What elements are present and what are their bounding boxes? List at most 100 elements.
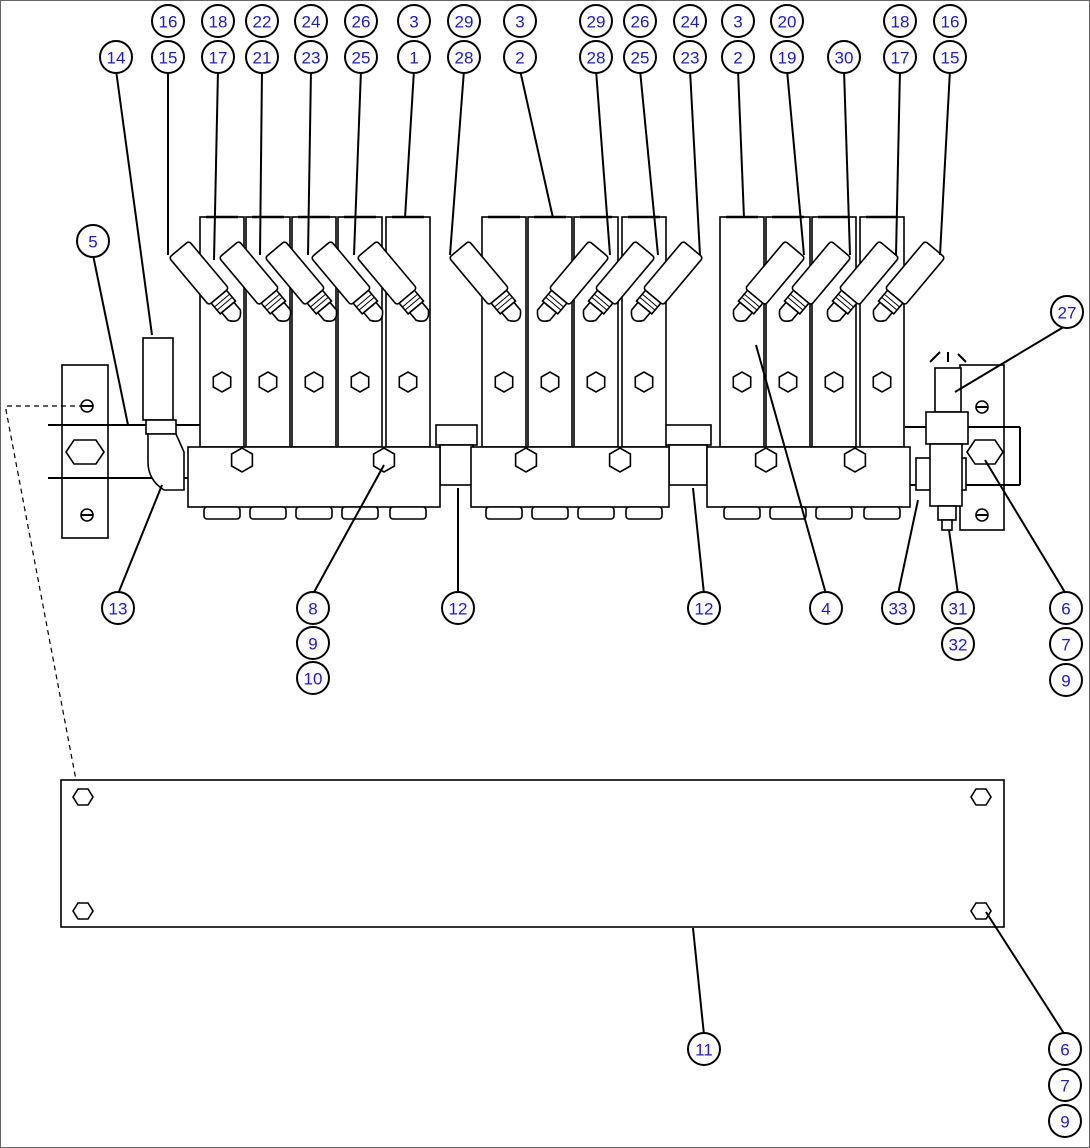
callout-c09: 26 <box>344 4 378 38</box>
callout-label: 31 <box>949 600 968 619</box>
callout-c35: 13 <box>101 591 135 625</box>
callout-label: 17 <box>209 49 228 68</box>
callout-label: 10 <box>304 670 323 689</box>
valve-sections <box>169 215 945 520</box>
callouts: 1615181722212423262531292832292826252423… <box>76 4 1084 1138</box>
callout-c39: 12 <box>441 591 475 625</box>
callout-c18: 28 <box>579 40 613 74</box>
callout-label: 22 <box>253 13 272 32</box>
callout-c06: 21 <box>245 40 279 74</box>
callout-label: 11 <box>695 1041 713 1060</box>
callout-c08: 23 <box>294 40 328 74</box>
callout-label: 2 <box>733 49 742 68</box>
callout-c28: 18 <box>883 4 917 38</box>
callout-c12: 1 <box>397 40 431 74</box>
callout-label: 1 <box>409 49 418 68</box>
callout-label: 25 <box>352 49 371 68</box>
callout-c04: 17 <box>201 40 235 74</box>
leader-lines <box>92 69 1068 1036</box>
callout-c49: 6 <box>1048 1032 1082 1066</box>
callout-c42: 33 <box>881 591 915 625</box>
callout-c23: 3 <box>721 4 755 38</box>
callout-c20: 25 <box>623 40 657 74</box>
callout-c10: 25 <box>344 40 378 74</box>
callout-label: 30 <box>835 49 854 68</box>
callout-c27: 30 <box>827 40 861 74</box>
callout-c17: 29 <box>579 4 613 38</box>
callout-c16: 2 <box>503 40 537 74</box>
callout-label: 13 <box>109 600 128 619</box>
callout-label: 18 <box>891 13 910 32</box>
callout-c22: 23 <box>673 40 707 74</box>
callout-c46: 7 <box>1049 627 1083 661</box>
callout-label: 9 <box>308 635 317 654</box>
callout-label: 23 <box>302 49 321 68</box>
callout-c45: 6 <box>1049 591 1083 625</box>
callout-label: 24 <box>302 13 321 32</box>
callout-label: 15 <box>159 49 178 68</box>
callout-c21: 24 <box>673 4 707 38</box>
callout-label: 21 <box>253 49 272 68</box>
callout-c01: 16 <box>151 4 185 38</box>
callout-label: 26 <box>352 13 371 32</box>
callout-c50: 7 <box>1048 1068 1082 1102</box>
callout-label: 9 <box>1061 672 1070 691</box>
callout-label: 25 <box>631 49 650 68</box>
callout-label: 26 <box>631 13 650 32</box>
callout-label: 2 <box>515 49 524 68</box>
callout-label: 7 <box>1061 636 1070 655</box>
dashed-reference-line <box>5 405 84 781</box>
callout-label: 3 <box>515 13 524 32</box>
callout-label: 3 <box>409 13 418 32</box>
callout-c51: 9 <box>1048 1104 1082 1138</box>
callout-c11: 3 <box>397 4 431 38</box>
callout-label: 9 <box>1060 1113 1069 1132</box>
callout-label: 4 <box>821 600 830 619</box>
callout-c05: 22 <box>245 4 279 38</box>
callout-c38: 10 <box>296 661 330 695</box>
callout-label: 6 <box>1061 600 1070 619</box>
callout-label: 33 <box>889 600 908 619</box>
callout-label: 12 <box>449 600 468 619</box>
callout-c43: 31 <box>941 591 975 625</box>
callout-c33: 5 <box>76 224 110 258</box>
callout-c13: 29 <box>447 4 481 38</box>
callout-label: 24 <box>681 13 700 32</box>
callout-label: 29 <box>587 13 606 32</box>
callout-label: 8 <box>308 600 317 619</box>
callout-label: 28 <box>455 49 474 68</box>
callout-label: 19 <box>778 49 797 68</box>
callout-c31: 15 <box>933 40 967 74</box>
callout-label: 3 <box>733 13 742 32</box>
callout-label: 20 <box>778 13 797 32</box>
callout-c07: 24 <box>294 4 328 38</box>
callout-c29: 17 <box>883 40 917 74</box>
callout-c41: 4 <box>809 591 843 625</box>
callout-c32: 14 <box>99 40 133 74</box>
callout-c15: 3 <box>503 4 537 38</box>
cover-plate <box>60 779 1005 928</box>
callout-c26: 19 <box>770 40 804 74</box>
callout-label: 23 <box>681 49 700 68</box>
callout-label: 27 <box>1058 304 1077 323</box>
callout-c14: 28 <box>447 40 481 74</box>
callout-label: 18 <box>209 13 228 32</box>
callout-c37: 9 <box>296 626 330 660</box>
callout-label: 16 <box>941 13 960 32</box>
callout-label: 29 <box>455 13 474 32</box>
callout-label: 32 <box>949 636 968 655</box>
callout-label: 16 <box>159 13 178 32</box>
callout-label: 14 <box>107 49 126 68</box>
callout-label: 28 <box>587 49 606 68</box>
callout-c19: 26 <box>623 4 657 38</box>
callout-label: 17 <box>891 49 910 68</box>
callout-c36: 8 <box>296 591 330 625</box>
callout-label: 15 <box>941 49 960 68</box>
callout-label: 12 <box>695 600 714 619</box>
callout-c30: 16 <box>933 4 967 38</box>
callout-c48: 11 <box>687 1032 721 1066</box>
callout-c02: 15 <box>151 40 185 74</box>
